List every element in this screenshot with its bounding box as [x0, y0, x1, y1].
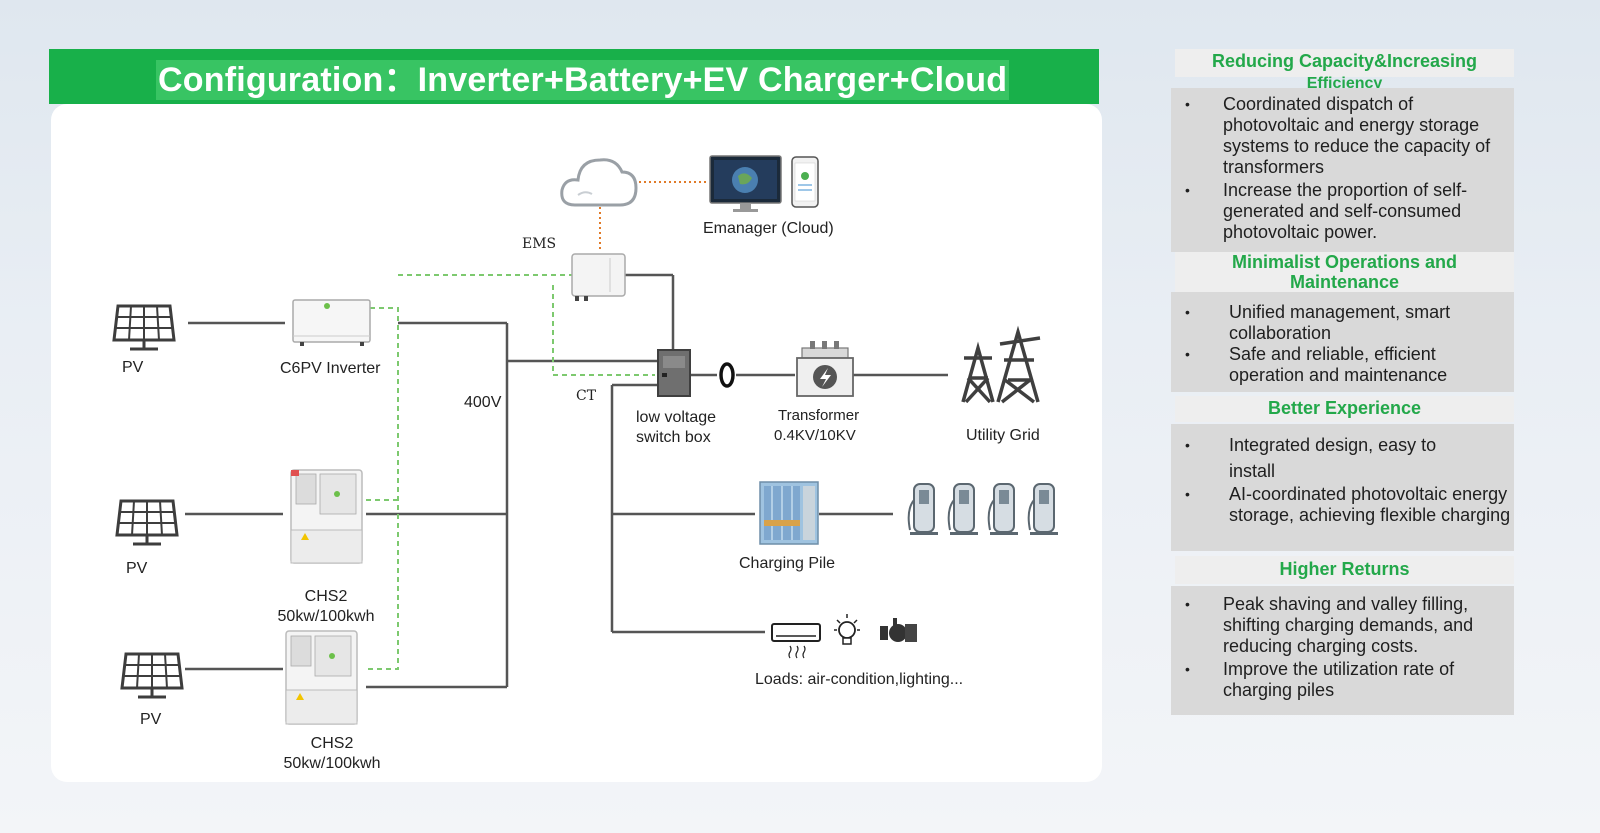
- ct-label: CT: [576, 388, 597, 404]
- benefit-body-experience: Integrated design, easy to install AI-co…: [1171, 424, 1514, 551]
- benefit-body-operations: Unified management, smart collaboration …: [1171, 292, 1514, 392]
- benefit-heading-line: Maintenance: [1289, 272, 1400, 292]
- utility-grid-icon: [961, 325, 1041, 404]
- cloud-links: [599, 181, 708, 252]
- chs-1-name: CHS2: [304, 588, 348, 605]
- benefit-heading-returns: Higher Returns: [1175, 556, 1514, 584]
- benefit-heading-line: Higher Returns: [1279, 559, 1410, 579]
- solar-panel-icon-3: [120, 652, 184, 699]
- pump-icon: [880, 618, 917, 642]
- benefit-point: Increase the proportion of self-generate…: [1171, 180, 1514, 243]
- ct-ring-icon: [719, 362, 735, 388]
- charging-post-icon: [907, 483, 938, 535]
- benefit-point: Safe and reliable, efficient operation a…: [1171, 344, 1514, 386]
- benefit-point: Unified management, smart collaboration: [1171, 302, 1514, 344]
- cloud-icon: [560, 158, 638, 207]
- switch-box-icon: [657, 349, 691, 397]
- page-title: Configuration：Inverter+Battery+EV Charge…: [156, 60, 1010, 100]
- ems-label: EMS: [522, 236, 557, 252]
- benefit-point: AI-coordinated photovoltaic energy stora…: [1171, 484, 1514, 526]
- title-bar: Configuration：Inverter+Battery+EV Charge…: [49, 49, 1099, 104]
- chs-2-name: CHS2: [310, 735, 354, 752]
- bus-voltage-label: 400V: [464, 394, 502, 411]
- cloud-label: Emanager (Cloud): [703, 220, 834, 237]
- switch-box-label-line1: low voltage: [636, 409, 717, 426]
- benefit-heading-capacity: Reducing Capacity&Increasing: [1175, 49, 1514, 77]
- charging-pile-label: Charging Pile: [739, 555, 836, 572]
- chs-2-spec: 50kw/100kwh: [283, 755, 381, 772]
- benefit-body-returns: Peak shaving and valley filling, shiftin…: [1171, 586, 1514, 715]
- chs-1-spec: 50kw/100kwh: [277, 608, 375, 625]
- solar-panel-icon-2: [115, 499, 179, 546]
- battery-cabinet-icon-1: [290, 469, 363, 564]
- benefit-point: Improve the utilization rate of charging…: [1171, 659, 1514, 701]
- benefit-heading-operations: Minimalist Operations and Maintenance: [1175, 252, 1514, 292]
- phone-icon: [791, 156, 819, 208]
- solar-panel-icon-1: [112, 304, 176, 351]
- utility-grid-label: Utility Grid: [966, 427, 1040, 444]
- transformer-label-line2: 0.4KV/10KV: [774, 427, 856, 444]
- battery-cabinet-icon-2: [285, 630, 358, 725]
- air-conditioner-icon: [771, 623, 821, 659]
- benefit-heading-line: Reducing Capacity&Increasing: [1211, 51, 1478, 71]
- ems-device-icon: [571, 253, 626, 301]
- charging-post-icon: [947, 483, 978, 535]
- inverter-label: C6PV Inverter: [280, 360, 381, 377]
- power-wires: [185, 273, 948, 689]
- transformer-label-line1: Transformer: [778, 407, 860, 424]
- charging-post-icon: [1027, 483, 1058, 535]
- benefit-point: Coordinated dispatch of photovoltaic and…: [1171, 94, 1514, 178]
- benefit-heading-line: Efficiency: [1306, 75, 1383, 92]
- benefit-heading-line: Better Experience: [1267, 398, 1422, 418]
- benefit-body-capacity: Coordinated dispatch of photovoltaic and…: [1171, 88, 1514, 252]
- transformer-icon: [796, 341, 854, 397]
- pv-label-1: PV: [122, 359, 144, 376]
- benefit-point: Peak shaving and valley filling, shiftin…: [1171, 594, 1514, 657]
- inverter-icon: [292, 299, 371, 346]
- comm-wires: [366, 274, 655, 670]
- pv-label-2: PV: [126, 560, 148, 577]
- benefit-heading-line: Minimalist Operations and: [1231, 252, 1458, 272]
- light-bulb-icon: [834, 614, 860, 645]
- loads-label: Loads: air-condition,lighting...: [755, 671, 964, 688]
- benefit-point: Integrated design, easy to install: [1171, 432, 1514, 484]
- benefit-heading-experience: Better Experience: [1175, 396, 1514, 422]
- charging-post-icon: [987, 483, 1018, 535]
- switch-box-label-line2: switch box: [636, 429, 711, 446]
- charging-post-icons: [907, 483, 1058, 535]
- pv-label-3: PV: [140, 711, 162, 728]
- charging-cabinet-icon: [759, 481, 819, 545]
- monitor-icon: [709, 155, 782, 212]
